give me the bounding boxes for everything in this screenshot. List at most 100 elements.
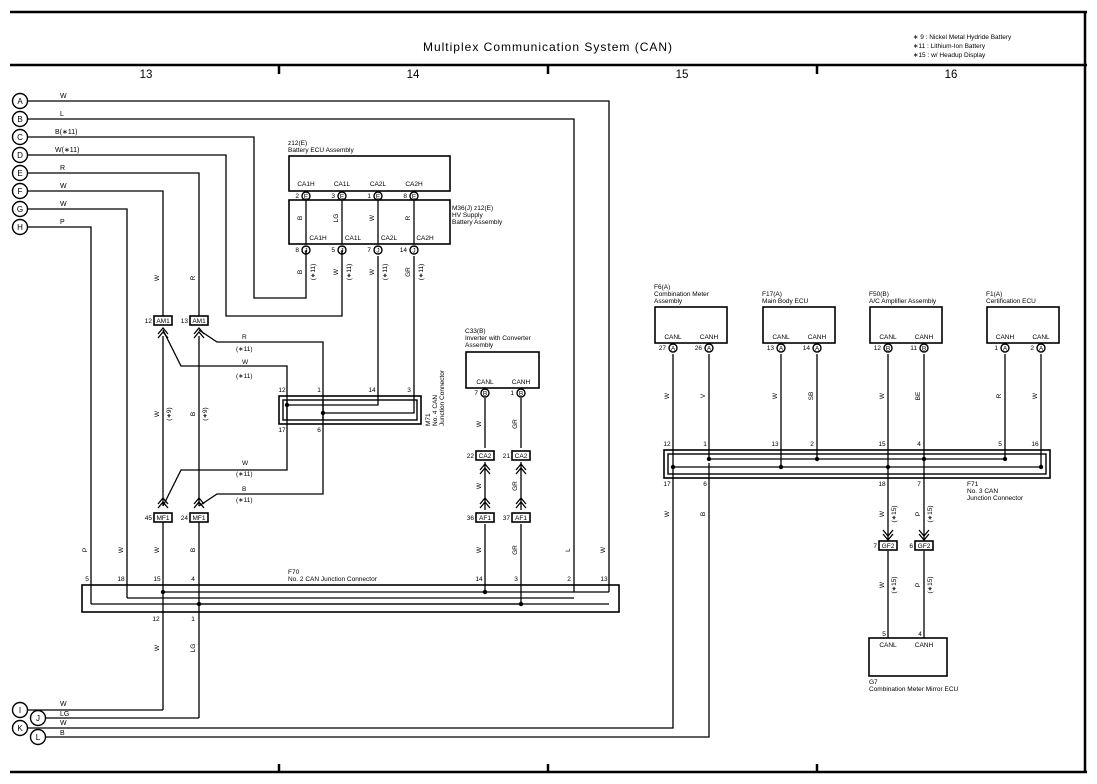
component-name: Battery Assembly <box>452 219 503 226</box>
component-name: Combination Meter <box>654 291 710 298</box>
wire-color: R <box>405 215 412 220</box>
pin-number: 3 <box>407 387 411 394</box>
connector-circle <box>11 719 29 737</box>
m71-junction-connector: 12 1 14 3 17 6 M71 No. 4 CAN Junction Co… <box>278 369 446 434</box>
terminal-name: CANL <box>476 379 494 386</box>
connector-letter: I <box>19 706 21 715</box>
wire-color: B <box>242 486 246 493</box>
svg-text:13: 13 <box>771 441 779 448</box>
pin-number: 18 <box>117 576 125 583</box>
wire-color: W <box>369 268 376 275</box>
left-connectors: A B C D E F G H W L B(∗11) W(∗11) R W W … <box>11 92 79 236</box>
svg-text:J: J <box>412 248 415 255</box>
svg-text:CANH: CANH <box>915 334 934 341</box>
svg-text:W: W <box>879 581 886 588</box>
connector-circle <box>11 200 29 218</box>
svg-text:11: 11 <box>910 345 917 352</box>
wire-note: (∗11) <box>310 264 317 281</box>
svg-text:CANL: CANL <box>879 642 897 649</box>
connector-circle <box>11 164 29 182</box>
svg-text:CANL: CANL <box>772 334 790 341</box>
pin-number: 14 <box>400 247 408 254</box>
gf2-connector: GF2 GF2 7 6 W P (∗15) (∗15) <box>873 529 934 594</box>
component-name: Certification ECU <box>986 298 1036 305</box>
pin-number: 3 <box>514 576 518 583</box>
svg-text:A: A <box>707 346 712 353</box>
pin-number: 12 <box>145 318 153 325</box>
wire-color: R <box>60 165 65 172</box>
pin-number: 17 <box>278 427 286 434</box>
pin-number: 13 <box>181 318 189 325</box>
wire-note: (∗11) <box>236 373 253 380</box>
svg-text:W: W <box>879 510 886 517</box>
wire-note: (∗11) <box>346 264 353 281</box>
component-code: F17(A) <box>762 291 782 298</box>
pin-number: 1 <box>191 616 195 623</box>
svg-text:MF1: MF1 <box>157 515 170 522</box>
svg-text:AF1: AF1 <box>515 515 527 522</box>
wire-color: LG <box>333 214 340 223</box>
svg-text:(∗15): (∗15) <box>927 505 934 522</box>
svg-text:MF1: MF1 <box>193 515 206 522</box>
svg-text:16: 16 <box>1031 441 1039 448</box>
page-title: Multiplex Communication System (CAN) <box>423 40 673 54</box>
component-code: M71 <box>425 413 432 426</box>
svg-text:CA2: CA2 <box>479 453 492 460</box>
wire-color: W <box>60 720 67 727</box>
pin-number: 36 <box>467 515 475 522</box>
connector-circle <box>11 110 29 128</box>
pin-number: 5 <box>85 576 89 583</box>
am1-connector: W R AM1 AM1 12 13 W B (∗9) (∗9) <box>145 274 209 421</box>
ca2-connector: CA2 CA2 22 21 W GR <box>467 450 531 491</box>
combination-meter-mirror-ecu: 5 4 CANL CANH G7 Combination Meter Mirro… <box>868 631 959 693</box>
bottom-connectors: I J K L W LG W B <box>11 701 69 746</box>
connector-letter: L <box>36 733 41 742</box>
component-code: G7 <box>869 679 878 686</box>
column-numbers: 13 14 15 16 <box>140 69 958 81</box>
pin-number: 1 <box>367 193 371 200</box>
svg-text:1: 1 <box>994 345 998 352</box>
svg-text:GF2: GF2 <box>918 543 931 550</box>
svg-text:J: J <box>340 248 343 255</box>
wire-color: W <box>154 274 161 281</box>
svg-text:J: J <box>376 248 379 255</box>
wire-color: W <box>242 359 249 366</box>
connector-letter: J <box>36 714 40 723</box>
connector-circle <box>11 182 29 200</box>
svg-text:5: 5 <box>998 441 1002 448</box>
svg-text:E: E <box>412 194 417 201</box>
svg-text:CANL: CANL <box>879 334 897 341</box>
component-code: F71 <box>967 481 979 488</box>
wire-note: (∗11) <box>418 264 425 281</box>
af1-connector: AF1 AF1 36 37 W GR <box>467 496 531 555</box>
terminal-name: CA1H <box>309 235 327 242</box>
component-code: F50(B) <box>869 291 889 298</box>
pin-number: 21 <box>503 453 511 460</box>
component-name: Battery ECU Assembly <box>288 147 354 154</box>
wire-color: W <box>476 420 483 427</box>
pin-number: 1 <box>317 387 321 394</box>
wire-note: (∗11) <box>236 497 253 504</box>
svg-text:B: B <box>483 391 487 398</box>
pin-number: 14 <box>368 387 376 394</box>
svg-text:W: W <box>772 392 779 399</box>
component-name: Inverter with Converter <box>465 335 532 342</box>
wire-note: (∗11) <box>382 264 389 281</box>
connector-circle <box>11 92 29 110</box>
component-name: HV Supply <box>452 212 483 219</box>
svg-text:12: 12 <box>663 441 671 448</box>
column-number: 13 <box>140 69 153 81</box>
page-frame <box>10 10 1087 774</box>
wire-color: B <box>297 216 304 220</box>
component-name: No. 3 CAN <box>967 488 998 495</box>
svg-text:2: 2 <box>810 441 814 448</box>
wire-color: GR <box>512 419 519 429</box>
pin-number: 22 <box>467 453 475 460</box>
svg-text:AM1: AM1 <box>192 318 206 325</box>
svg-text:R: R <box>996 393 1003 398</box>
column-number: 16 <box>945 69 958 81</box>
wire-color: B <box>60 730 65 737</box>
svg-text:A: A <box>671 346 676 353</box>
pin-number: 2 <box>295 193 299 200</box>
